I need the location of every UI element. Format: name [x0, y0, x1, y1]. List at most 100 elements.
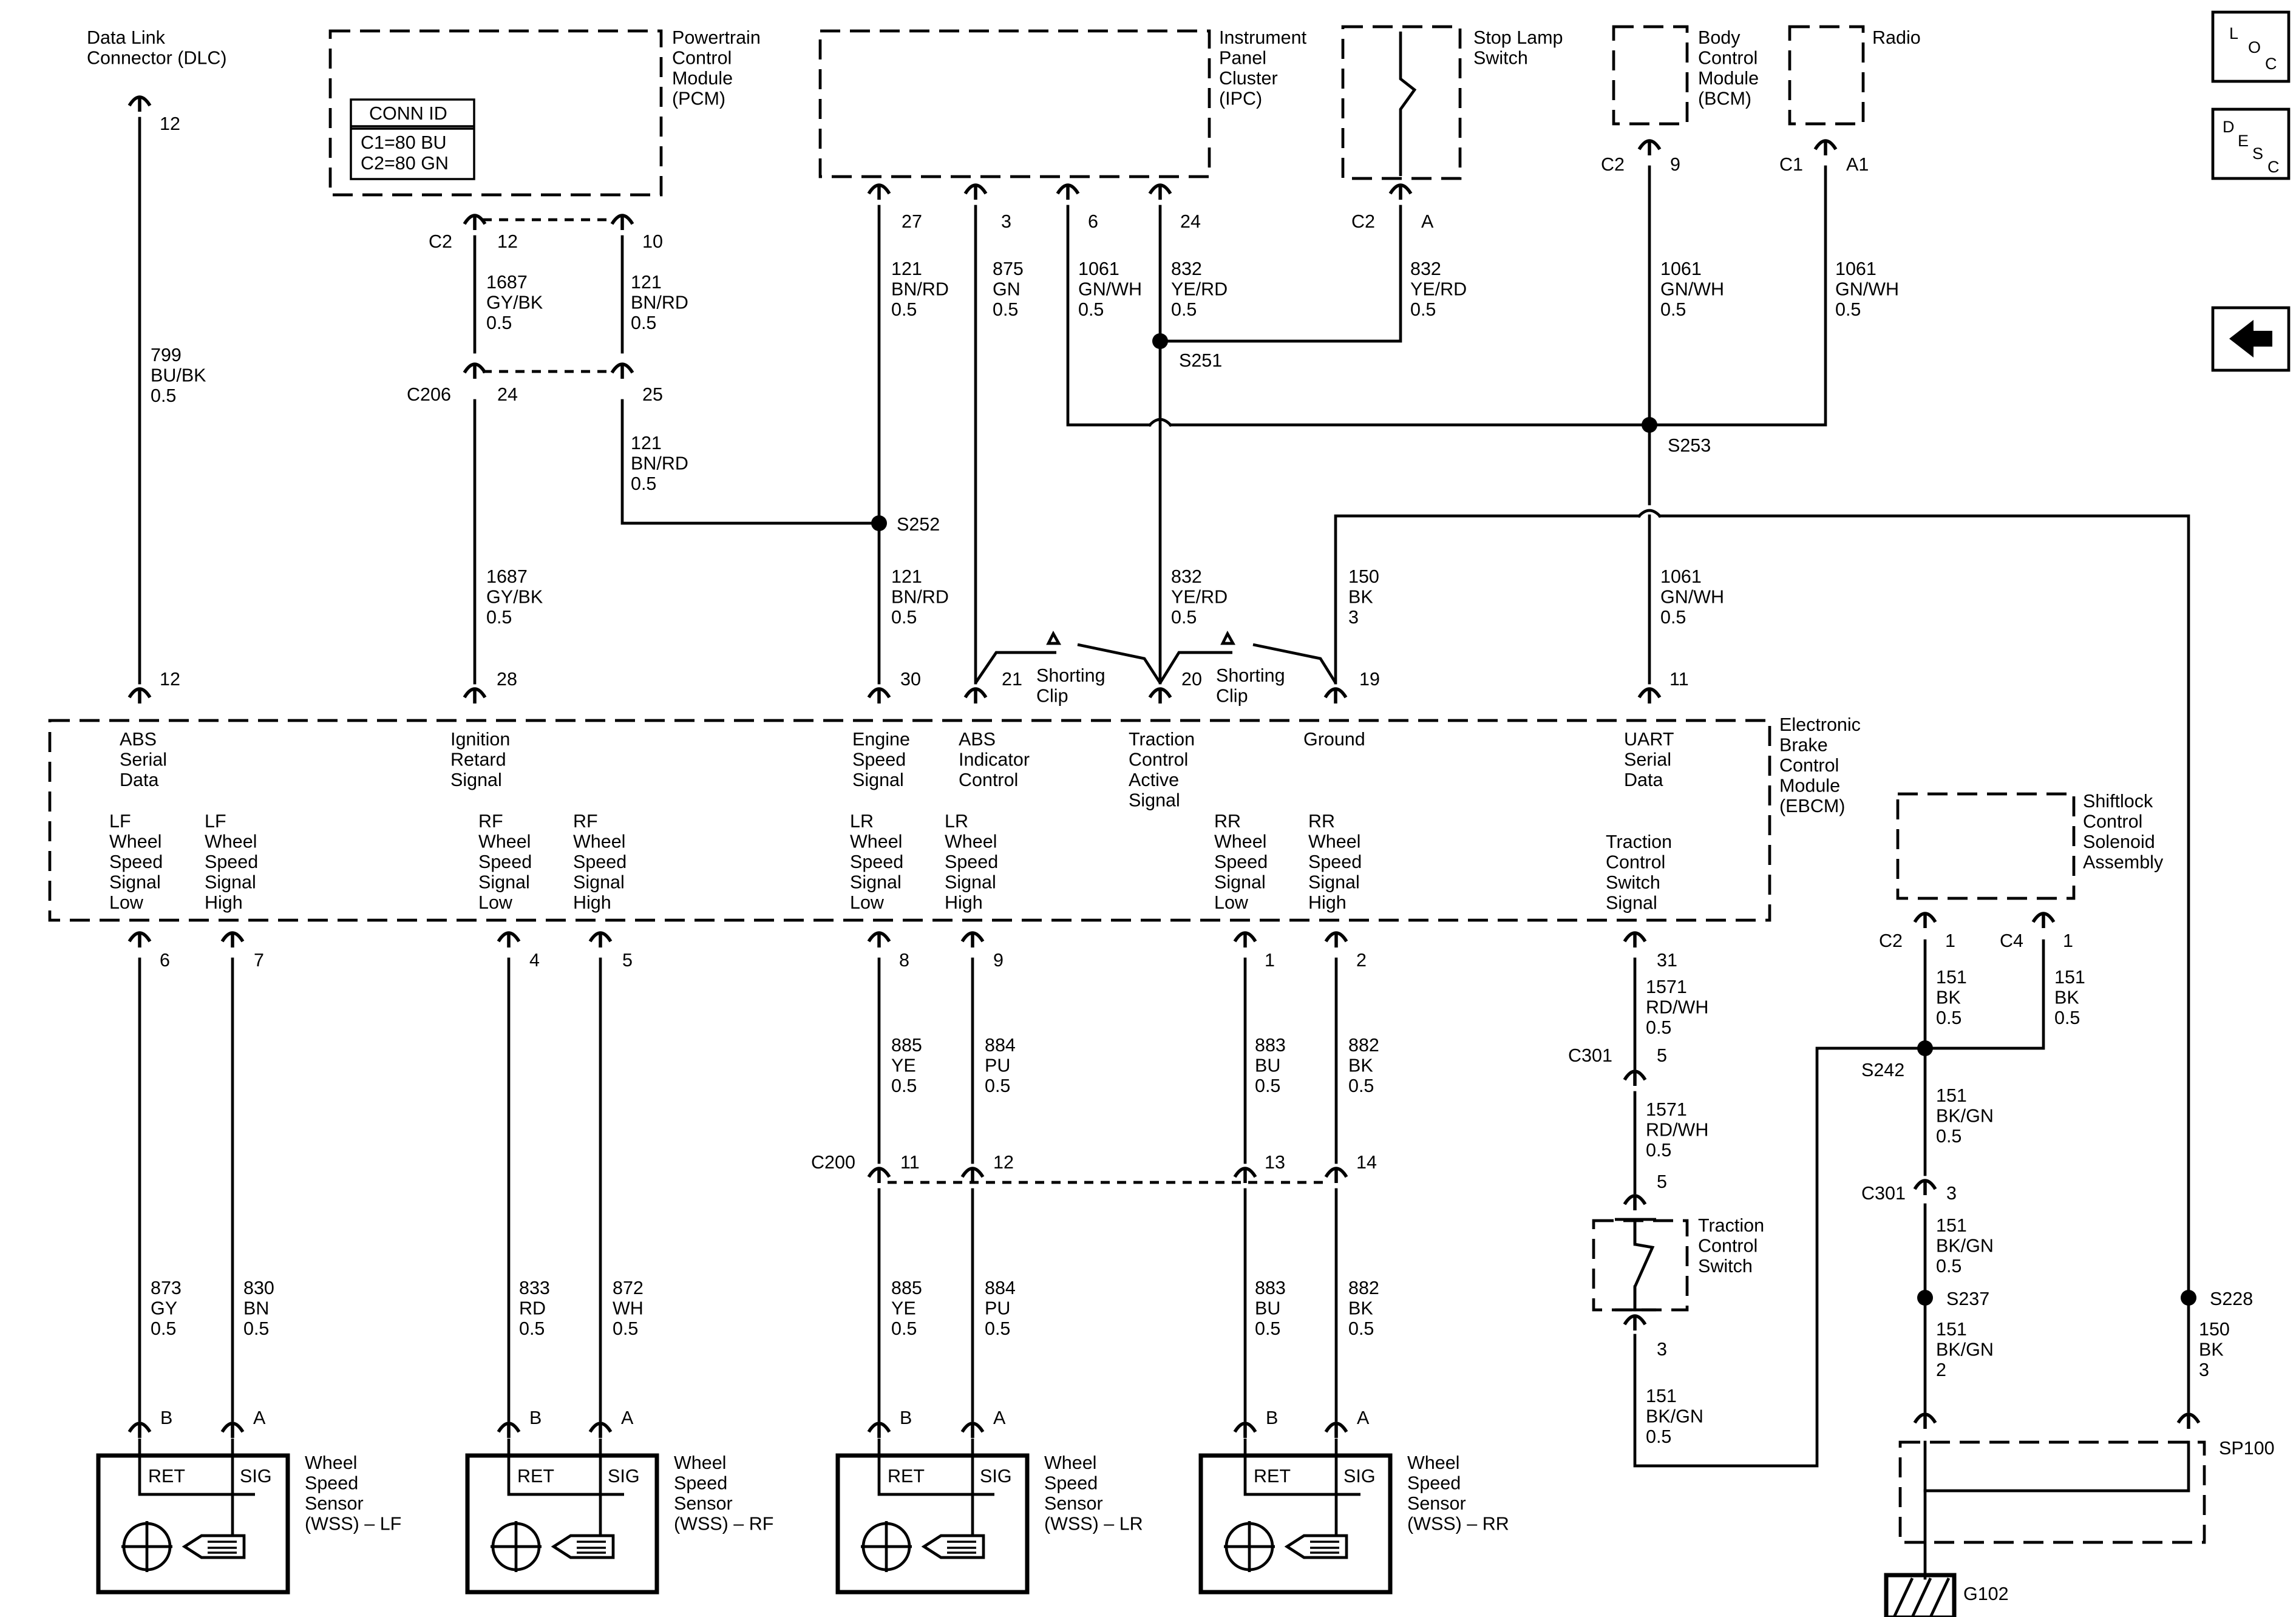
- connector-pin: [963, 687, 988, 703]
- sensor-pin-b: B: [1266, 1408, 1278, 1428]
- loc-letter-c: C: [2265, 55, 2277, 73]
- ebcm-bot-pin-5: 5: [622, 950, 633, 971]
- desc-letter-s: S: [2252, 144, 2263, 163]
- ground-g102: [1884, 1573, 1957, 1617]
- connector-pin: [867, 183, 891, 200]
- splice-s237: [1917, 1290, 1933, 1306]
- c200-pin-13: 13: [1265, 1152, 1285, 1173]
- ebcm-top-pin-19: 19: [1359, 669, 1380, 690]
- magnet-icon: [551, 1534, 615, 1559]
- sensor-sig-label: SIG: [240, 1466, 272, 1486]
- ebcm-top-pin-11: 11: [1669, 669, 1689, 690]
- back-button[interactable]: [2211, 306, 2291, 372]
- sensor-pin-a: A: [993, 1408, 1006, 1428]
- bcm-box: [1612, 25, 1689, 126]
- splice-s252: [871, 515, 887, 531]
- connector-pin: [1623, 1194, 1647, 1210]
- ebcm-bot-pin-4: 4: [529, 950, 540, 971]
- ebcm-top-pin-28: 28: [497, 669, 517, 690]
- connector-pin: [1233, 931, 1257, 947]
- ipc-pin-24: 24: [1180, 211, 1201, 232]
- splice-s251-label: S251: [1179, 350, 1222, 371]
- sensor-ret-label: RET: [888, 1466, 925, 1486]
- sensor-pin-a: A: [621, 1408, 634, 1428]
- c301-sl-pin: 3: [1946, 1183, 1957, 1204]
- connector-pin: [127, 95, 152, 112]
- radio-pin: A1: [1846, 154, 1869, 175]
- radio-box: [1788, 25, 1865, 126]
- radio-conn: C1: [1779, 154, 1803, 175]
- connector-pin: [220, 931, 245, 947]
- stop-lamp-box: [1341, 25, 1462, 180]
- stop-lamp-pin: A: [1421, 211, 1434, 232]
- ebcm-bot-pin-31: 31: [1657, 950, 1677, 971]
- wires: [138, 117, 2190, 1580]
- ebcm-bot-pin-2: 2: [1356, 950, 1367, 971]
- connector-pin: [1148, 183, 1172, 200]
- connector-pin: [867, 687, 891, 703]
- sensor-sig-label: SIG: [1343, 1466, 1376, 1486]
- dlc-pin: 12: [160, 114, 180, 134]
- splice-s251: [1152, 333, 1168, 349]
- pcm-conn-line-2: C2=80 GN: [361, 153, 449, 174]
- splice-s253: [1642, 417, 1657, 433]
- splice-s252-label: S252: [897, 514, 940, 535]
- desc-button[interactable]: D E S C: [2211, 107, 2291, 180]
- pcm-conn-title: CONN ID: [369, 103, 447, 124]
- connector-pin: [220, 1422, 245, 1438]
- ipc-pin-3: 3: [1001, 211, 1011, 232]
- loc-button[interactable]: L O C: [2211, 10, 2291, 83]
- ebcm-top-pin-30: 30: [900, 669, 921, 690]
- connector-pin: [1913, 1412, 1937, 1429]
- connector-pin: [463, 214, 487, 230]
- bcm-pin: 9: [1670, 154, 1680, 175]
- connector-pin: [1813, 139, 1838, 155]
- pcm-conn: C2: [429, 231, 452, 252]
- sp100-box: [1898, 1440, 2206, 1544]
- connector-pin: [1324, 1422, 1348, 1438]
- ebcm-bot-pin-9: 9: [993, 950, 1004, 971]
- connector-pin: [1913, 912, 1937, 928]
- splice-s242-label: S242: [1861, 1060, 1904, 1080]
- left-arrow-icon: [2229, 320, 2272, 358]
- connector-pins: [127, 95, 2201, 1438]
- c301-tc-pin-5b: 5: [1657, 1171, 1667, 1192]
- desc-letter-e: E: [2238, 132, 2249, 150]
- ebcm-label-ground: Ground: [1303, 729, 1365, 750]
- c200-label: C200: [811, 1152, 855, 1173]
- shiftlock-pin-c2: 1: [1945, 931, 1955, 951]
- connector-pin: [497, 931, 521, 947]
- tc-switch-box: [1592, 1219, 1689, 1312]
- connector-pin: [1637, 139, 1662, 155]
- stop-lamp-switch-contact: [1399, 32, 1417, 176]
